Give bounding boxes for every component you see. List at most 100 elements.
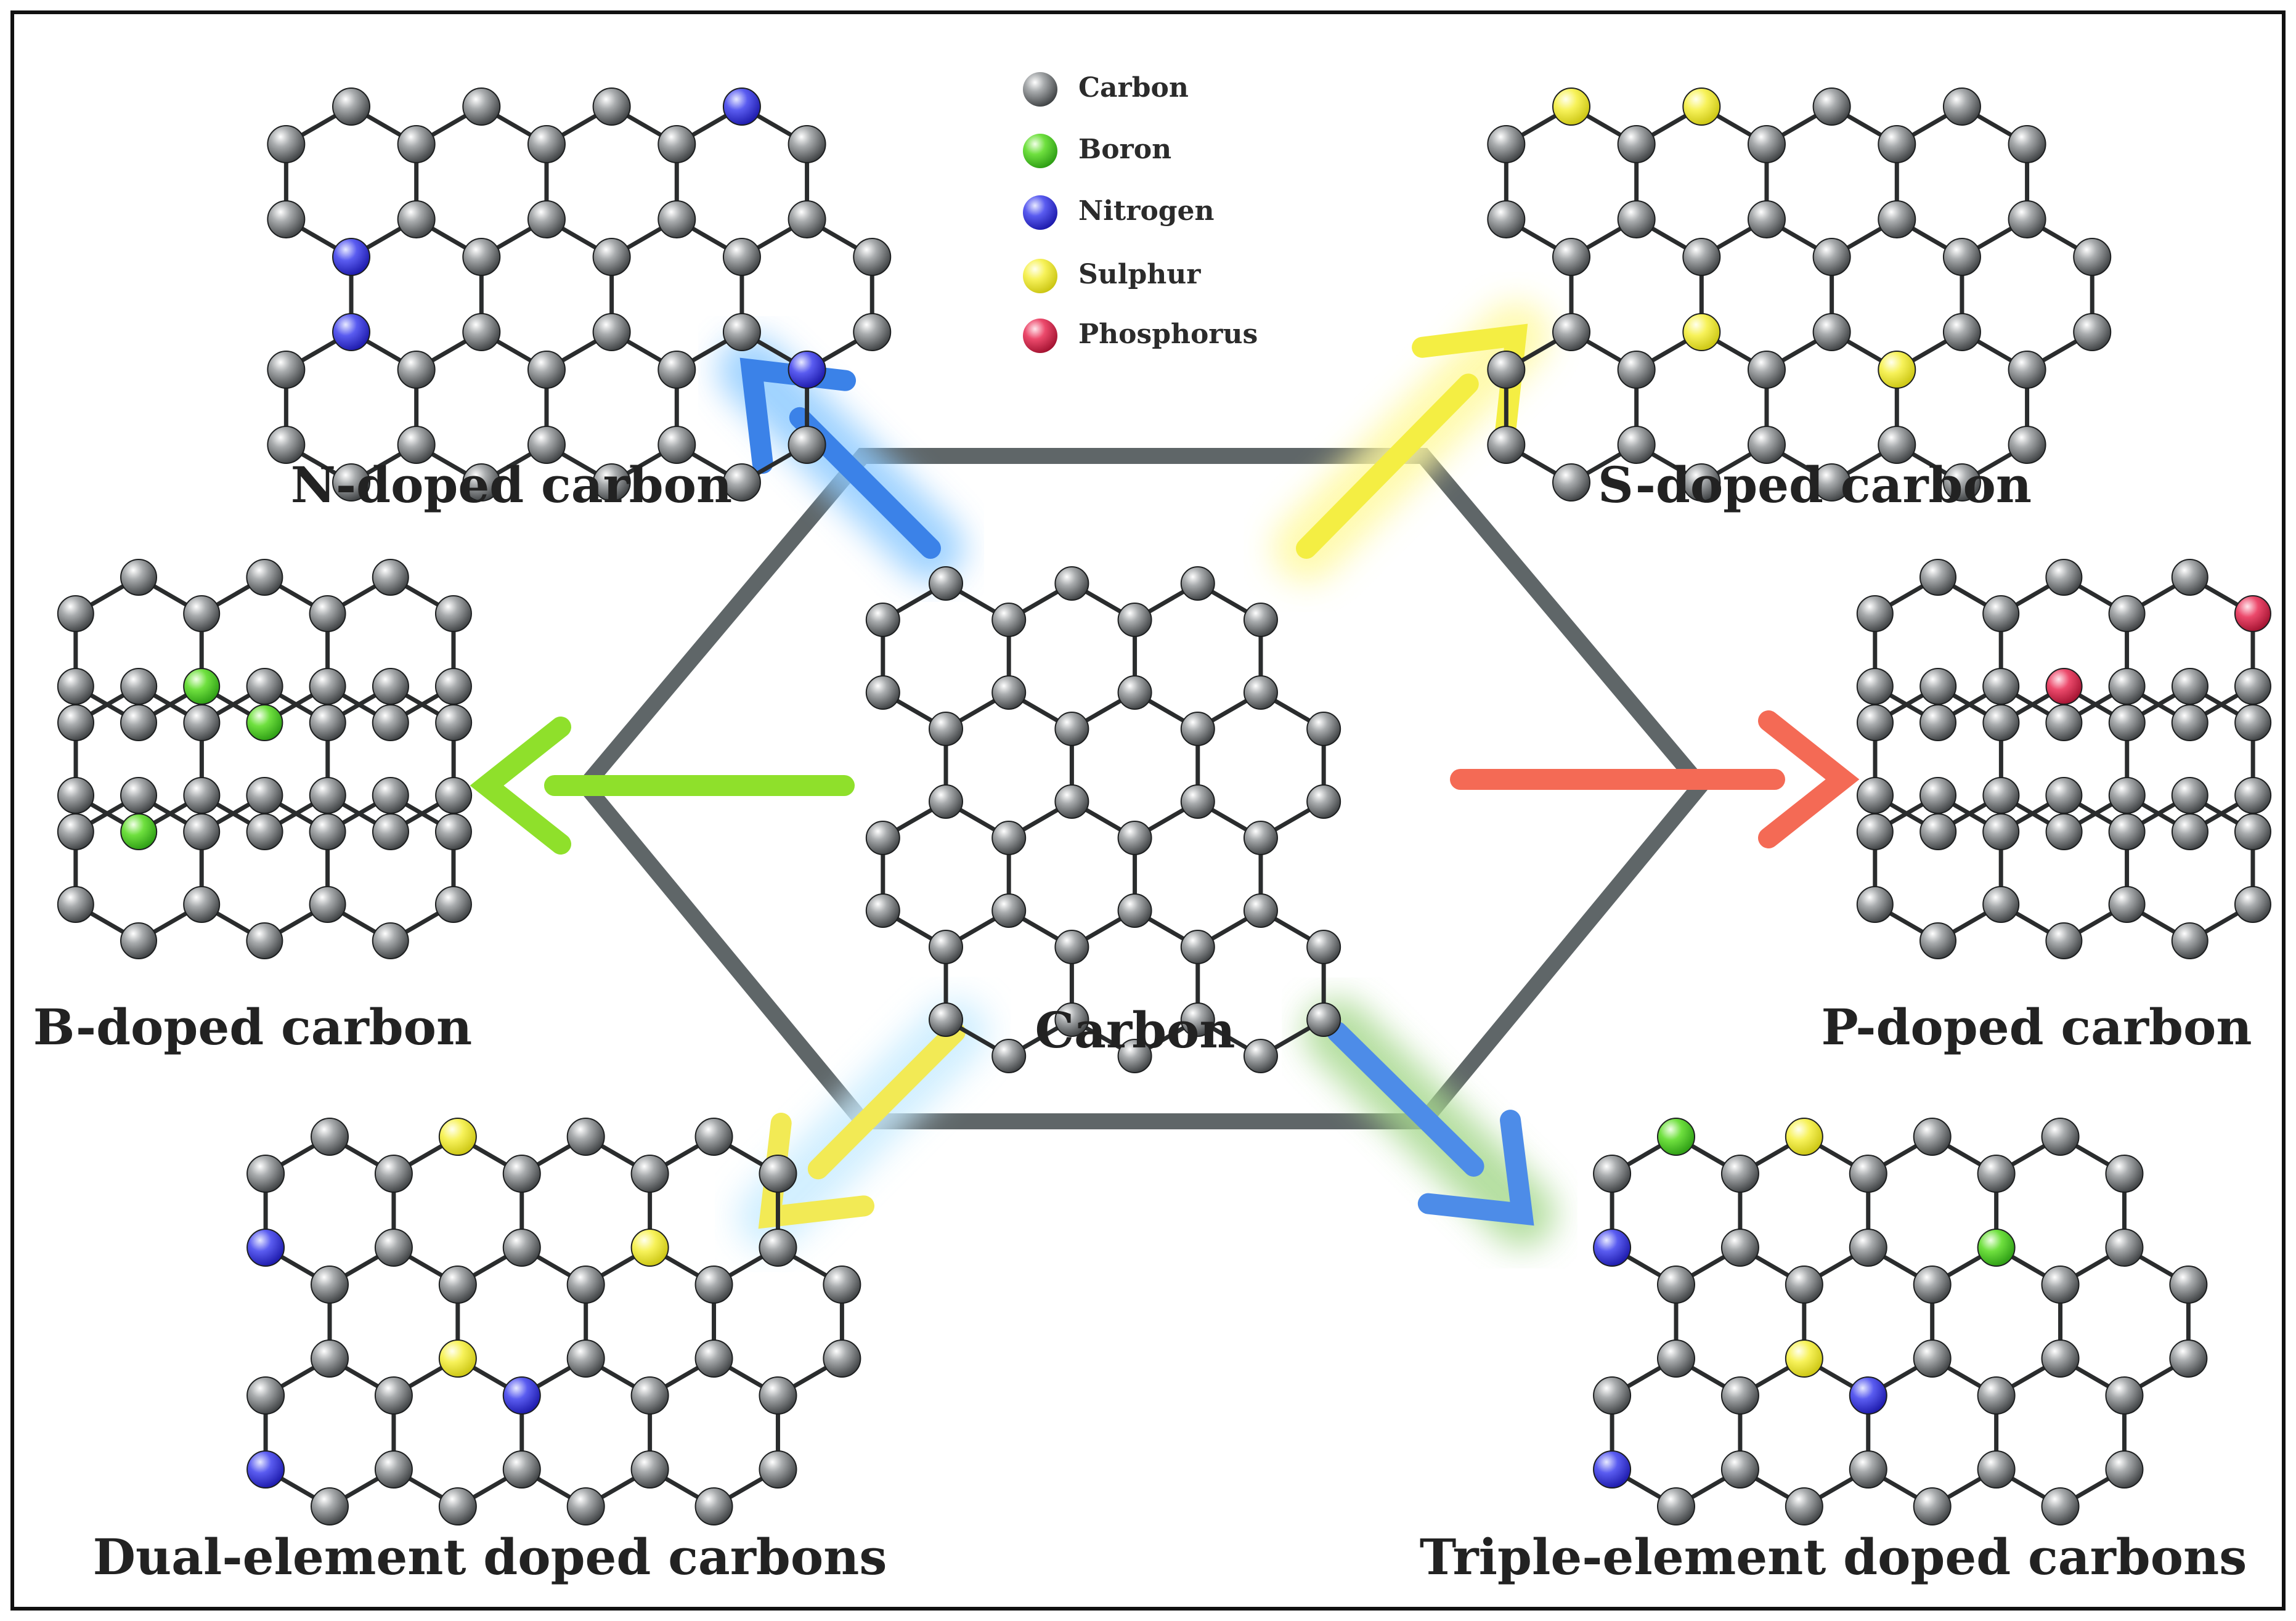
b-carbon-atom [434,595,472,632]
n-doped-label: N-doped carbon [291,456,732,514]
legend-phosphorus-label: Phosphorus [1078,319,1258,350]
triple-sulphur-atom [1785,1118,1823,1156]
s-carbon-atom [1682,238,1721,276]
legend: Carbon Boron Nitrogen Sulphur Phosphorus [1023,72,1258,353]
s-carbon-atom [1617,200,1656,238]
s-carbon-atom [1942,238,1981,276]
b-carbon-atom [309,777,346,814]
n-carbon-atom [462,87,501,126]
triple-carbon-atom [2041,1487,2080,1526]
arrow-to-s [1272,302,1550,582]
arrow-to-dual [736,998,989,1251]
s-carbon-atom [1942,87,1981,126]
b-carbon-atom [246,668,283,705]
center-carbon-atom [991,821,1027,855]
p-carbon-atom [1919,704,1956,741]
center-carbon-atom [1243,603,1278,637]
b-carbon-atom [246,559,283,596]
n-carbon-atom [397,200,436,238]
s-carbon-atom [1552,313,1590,351]
b-carbon-atom [372,922,409,959]
n-carbon-atom [722,463,761,502]
dual-carbon-atom [823,1266,861,1304]
n-carbon-atom [788,125,826,163]
s-carbon-atom [1487,200,1526,238]
n-carbon-atom [592,313,631,351]
p-lattice [1856,559,2272,959]
s-carbon-atom [2073,313,2112,351]
center-carbon-atom [1306,1002,1341,1037]
b-carbon-atom [372,559,409,596]
b-carbon-atom [434,886,472,923]
b-carbon-atom [57,668,94,705]
dual-carbon-atom [694,1266,733,1304]
dual-carbon-atom [694,1487,733,1526]
dual-carbon-atom [630,1155,669,1193]
s-carbon-atom [1487,426,1526,464]
triple-carbon-atom [1913,1118,1952,1156]
triple-carbon-atom [1720,1229,1759,1267]
s-lattice [1487,87,2112,502]
s-carbon-atom [1617,351,1656,389]
center-carbon-atom [1306,784,1341,819]
dual-carbon-atom [566,1487,605,1526]
center-carbon-atom [929,784,963,819]
legend-sulphur-label: Sulphur [1078,259,1201,290]
p-carbon-atom [2045,559,2083,596]
triple-carbon-atom [1657,1266,1695,1304]
dual-carbon-atom [311,1118,349,1156]
s-carbon-atom [1747,200,1786,238]
arrow-to-p [1427,710,1876,848]
p-phosphorus-atom [2045,668,2083,705]
arrow-to-b [453,717,878,855]
s-doped-label: S-doped carbon [1598,456,2032,514]
legend-carbon-swatch [1023,72,1057,107]
p-carbon-atom [2171,813,2208,850]
legend-sulphur-swatch [1023,259,1057,293]
center-carbon-atom [865,821,900,855]
b-carbon-atom [372,668,409,705]
b-boron-atom [183,668,221,705]
triple-carbon-atom [2105,1376,2144,1415]
center-carbon-atom [1243,821,1278,855]
n-carbon-atom [527,200,566,238]
p-carbon-atom [2045,704,2083,741]
b-carbon-atom [120,668,158,705]
n-carbon-atom [332,87,370,126]
p-carbon-atom [2171,777,2208,814]
triple-carbon-atom [1977,1376,2016,1415]
p-carbon-atom [1982,595,2020,632]
n-nitrogen-atom [332,238,370,276]
b-carbon-atom [309,668,346,705]
dual-carbon-atom [246,1376,285,1415]
n-carbon-atom [788,200,826,238]
dual-lattice [246,1118,861,1526]
center-carbon-atom [991,603,1027,637]
n-carbon-atom [397,426,436,464]
n-carbon-atom [332,463,370,502]
triple-carbon-atom [1849,1155,1887,1193]
legend-nitrogen-swatch [1023,195,1057,230]
dual-carbon-atom [759,1450,797,1489]
n-carbon-atom [657,351,696,389]
b-carbon-atom [309,595,346,632]
s-carbon-atom [1812,313,1851,351]
s-carbon-atom [1747,125,1786,163]
b-carbon-atom [434,813,472,850]
p-carbon-atom [2108,704,2146,741]
dual-carbon-atom [374,1229,413,1267]
b-carbon-atom [57,704,94,741]
center-carbon-atom [929,930,963,964]
dual-carbon-atom [566,1266,605,1304]
legend-carbon-label: Carbon [1078,72,1189,104]
dual-carbon-atom [502,1450,541,1489]
lattices [57,87,2272,1526]
center-carbon-atom [1180,712,1215,746]
center-lattice [865,566,1341,1073]
p-carbon-atom [1857,704,1894,741]
n-carbon-atom [267,351,306,389]
p-carbon-atom [2171,668,2208,705]
s-carbon-atom [1552,238,1590,276]
triple-carbon-atom [1849,1450,1887,1489]
dual-carbon-atom [438,1487,477,1526]
